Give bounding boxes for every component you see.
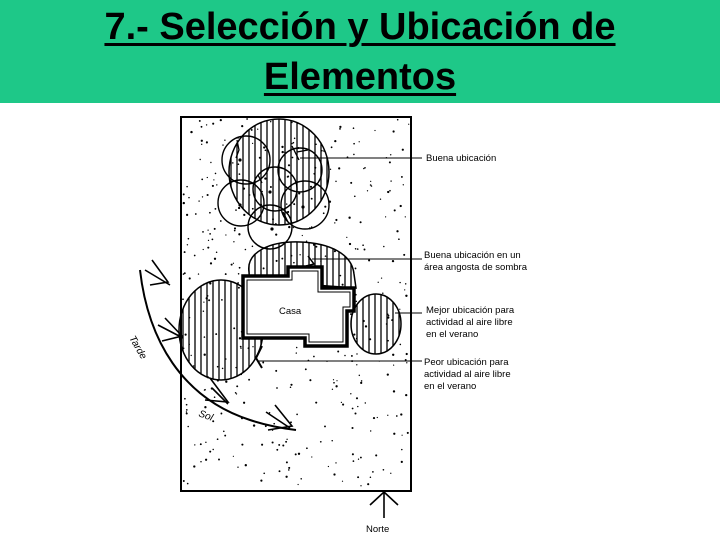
slide-title-line-1: 7.- Selección y Ubicación de [104, 6, 616, 48]
tree-canopy-shade-top [228, 118, 330, 226]
label-good-location: Buena ubicación [426, 153, 496, 164]
slide-title-line-2: Elementos [263, 56, 457, 98]
leader-lines [257, 157, 422, 362]
shade-mark-west [254, 345, 263, 369]
shade-area-east-of-house [350, 293, 402, 355]
title-bar: 7.- Selección y Ubicación de Elementos [0, 0, 720, 103]
north-arrow-icon [369, 490, 399, 518]
tree-branch-strokes [235, 139, 309, 223]
house-label: Casa [279, 306, 302, 317]
label-best-summer-1: Mejor ubicación para [426, 305, 515, 316]
label-worst-summer-2: actividad al aire libre [424, 369, 511, 380]
sun-path-arc [139, 269, 297, 431]
label-sun: Sol [197, 408, 215, 424]
house-footprint-inner [246, 270, 351, 343]
site-plan-diagram: Casa Buena ubicación Buena ubicación en … [126, 116, 528, 535]
label-best-summer-3: en el verano [426, 329, 478, 340]
tree-trunk-dots [238, 158, 305, 231]
label-worst-summer-1: Peor ubicación para [424, 357, 509, 368]
house-footprint [241, 265, 356, 348]
label-narrow-shade-1: Buena ubicación en un [424, 250, 521, 261]
label-afternoon: Tarde [126, 334, 148, 362]
label-worst-summer-3: en el verano [424, 381, 476, 392]
label-narrow-shade-2: área angosta de sombra [424, 262, 528, 273]
label-best-summer-2: actividad al aire libre [426, 317, 513, 328]
shade-mark-north [305, 255, 316, 267]
lot-boundary [180, 116, 412, 492]
sun-ray-arrows [144, 259, 294, 431]
label-north: Norte [366, 524, 389, 535]
